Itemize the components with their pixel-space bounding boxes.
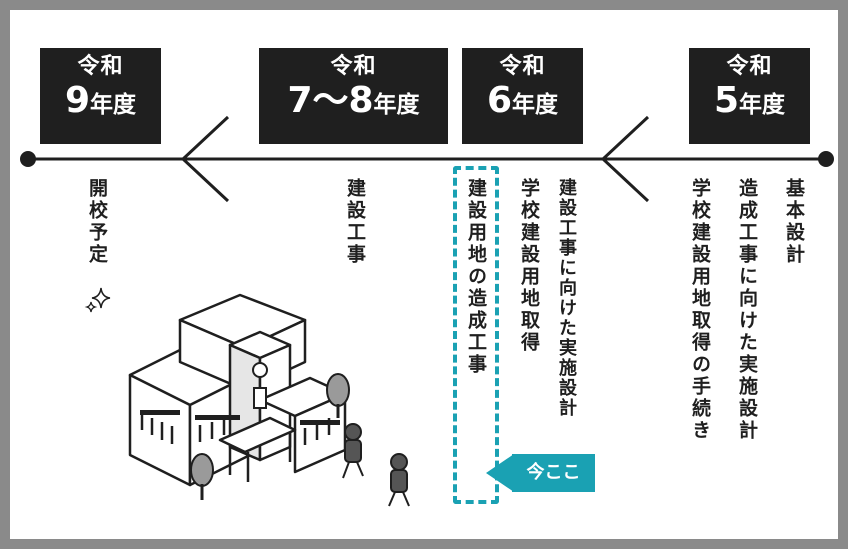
period-box-r9: 令和 9年度 [40, 48, 161, 144]
item-land-acquisition-procedure: 学校建設用地取得の手続き [689, 178, 711, 442]
item-opening-planned: 開校予定 [86, 178, 108, 266]
arrow-left-icon [600, 115, 650, 203]
current-marker-arrow [486, 454, 514, 492]
year-number: 6 [486, 80, 513, 121]
era-label: 令和 [77, 54, 124, 79]
item-site-design: 造成工事に向けた実施設計 [736, 178, 758, 442]
item-land-acquisition: 学校建設用地取得 [518, 178, 540, 354]
era-label: 令和 [726, 54, 773, 79]
period-box-r7-8: 令和 7〜8年度 [259, 48, 448, 144]
item-site-preparation: 建設用地の造成工事 [465, 178, 487, 376]
year-suffix: 年度 [373, 92, 420, 118]
item-basic-design: 基本設計 [783, 178, 805, 266]
sparkle-icon [84, 287, 111, 313]
clock-icon [252, 362, 268, 378]
item-construction-design: 建設工事に向けた実施設計 [556, 178, 577, 418]
arrow-left-icon [180, 115, 230, 203]
year-number: 7〜8 [287, 80, 374, 121]
year-suffix: 年度 [90, 92, 137, 118]
timeline-start-dot [20, 151, 36, 167]
era-label: 令和 [499, 54, 546, 79]
year-suffix: 年度 [512, 92, 559, 118]
year-number: 5 [713, 80, 740, 121]
item-construction: 建設工事 [344, 178, 366, 266]
year-number: 9 [64, 80, 91, 121]
era-label: 令和 [330, 54, 377, 79]
timeline-end-dot [818, 151, 834, 167]
current-period-highlight [453, 166, 499, 504]
year-suffix: 年度 [739, 92, 786, 118]
period-box-r5: 令和 5年度 [689, 48, 810, 144]
children-walking-illustration [342, 423, 410, 507]
school-building-illustration [128, 293, 350, 500]
period-box-r6: 令和 6年度 [462, 48, 583, 144]
current-marker-label: 今ここ [512, 454, 595, 492]
